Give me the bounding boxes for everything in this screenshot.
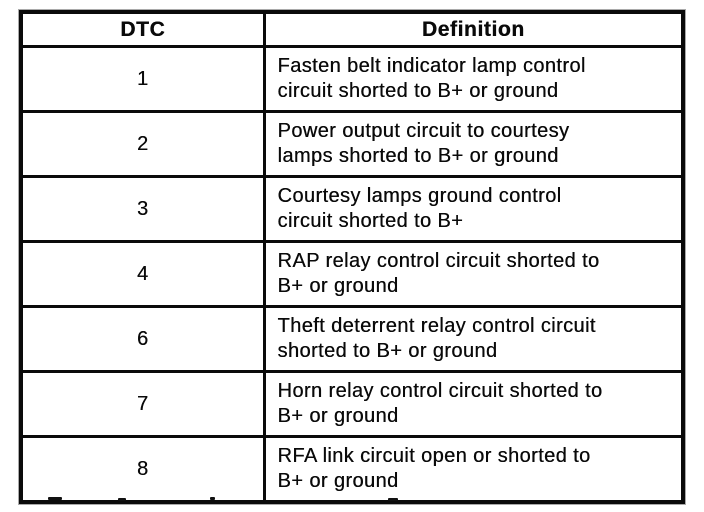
table-row: 8 RFA link circuit open or shorted to B+… <box>19 435 685 504</box>
definition-cell: RAP relay control circuit shorted to B+ … <box>262 240 685 308</box>
table-row: 1 Fasten belt indicator lamp control cir… <box>19 45 685 113</box>
dtc-code-cell: 2 <box>19 110 266 178</box>
definition-line-2: circuit shorted to B+ or ground <box>277 80 559 102</box>
definition-line-2: B+ or ground <box>277 470 399 492</box>
scan-speck <box>388 498 398 501</box>
definition-cell: Courtesy lamps ground control circuit sh… <box>262 175 685 243</box>
dtc-code-cell: 4 <box>19 240 266 308</box>
dtc-code-cell: 6 <box>19 305 266 373</box>
definition-line-2: lamps shorted to B+ or ground <box>277 145 559 167</box>
definition-cell: Fasten belt indicator lamp control circu… <box>262 45 685 113</box>
table-row: 3 Courtesy lamps ground control circuit … <box>19 175 685 243</box>
dtc-code-cell: 1 <box>19 45 266 113</box>
table-row: 7 Horn relay control circuit shorted to … <box>19 370 685 438</box>
definition-line-2: B+ or ground <box>277 405 399 427</box>
scan-speck <box>48 497 62 500</box>
definition-cell: Theft deterrent relay control circuit sh… <box>262 305 685 373</box>
scan-speck <box>210 497 215 500</box>
dtc-code-cell: 8 <box>19 435 266 504</box>
definition-line-1: Courtesy lamps ground control <box>277 185 562 207</box>
scan-speck <box>118 498 126 501</box>
dtc-code-cell: 3 <box>19 175 266 243</box>
definition-line-2: circuit shorted to B+ <box>277 210 464 232</box>
definition-line-1: Power output circuit to courtesy <box>277 120 570 142</box>
table-row: 2 Power output circuit to courtesy lamps… <box>19 110 685 178</box>
table-row: 6 Theft deterrent relay control circuit … <box>19 305 685 373</box>
definition-line-1: Theft deterrent relay control circuit <box>277 315 596 337</box>
definition-cell: Power output circuit to courtesy lamps s… <box>262 110 685 178</box>
definition-line-2: B+ or ground <box>277 275 399 297</box>
definition-cell: RFA link circuit open or shorted to B+ o… <box>262 435 685 504</box>
definition-line-2: shorted to B+ or ground <box>277 340 498 362</box>
dtc-code-cell: 7 <box>19 370 266 438</box>
definition-line-1: RFA link circuit open or shorted to <box>277 445 591 467</box>
table-header-row: DTC Definition <box>19 10 685 48</box>
column-header-definition: Definition <box>262 10 685 48</box>
table-row: 4 RAP relay control circuit shorted to B… <box>19 240 685 308</box>
table-body: 1 Fasten belt indicator lamp control cir… <box>19 45 685 504</box>
dtc-definition-table: DTC Definition 1 Fasten belt indicator l… <box>19 10 685 504</box>
definition-cell: Horn relay control circuit shorted to B+… <box>262 370 685 438</box>
definition-line-1: Horn relay control circuit shorted to <box>277 380 603 402</box>
column-header-dtc: DTC <box>19 10 266 48</box>
definition-line-1: RAP relay control circuit shorted to <box>277 250 600 272</box>
definition-line-1: Fasten belt indicator lamp control <box>277 55 586 77</box>
